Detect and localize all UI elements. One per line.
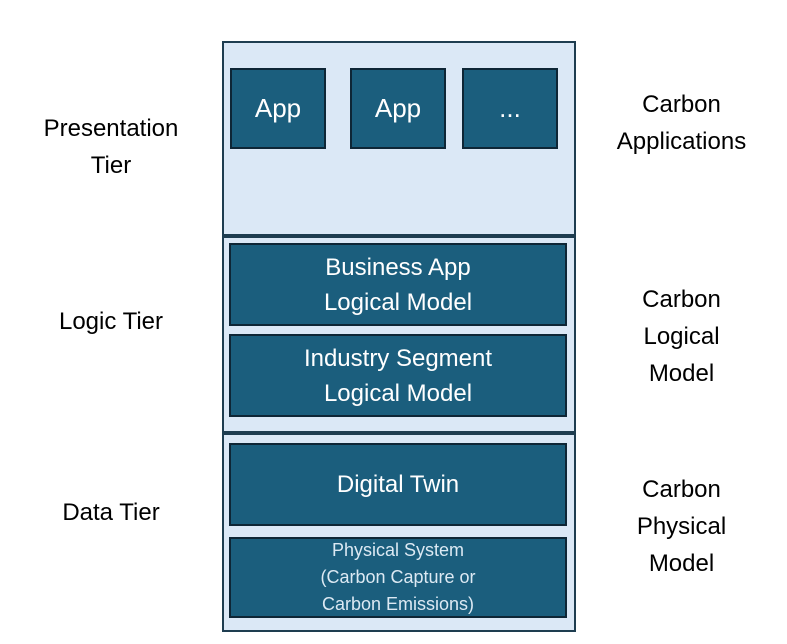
digital-twin-box: Digital Twin — [229, 443, 567, 526]
carbon-physical-model-label: Carbon Physical Model — [636, 476, 727, 577]
carbon-applications-label: Carbon Applications — [616, 91, 747, 155]
presentation-tier-panel: App App ... — [222, 41, 576, 236]
app-box-ellipsis: ... — [462, 68, 558, 149]
data-tier-panel: Digital Twin Physical System (Carbon Cap… — [222, 433, 576, 632]
app-box-1: App — [230, 68, 326, 149]
presentation-tier-label: Presentation Tier — [43, 115, 179, 179]
industry-segment-logical-model-box: Industry Segment Logical Model — [229, 334, 567, 417]
logic-tier-label: Logic Tier — [58, 308, 164, 335]
carbon-logical-model-label: Carbon Logical Model — [642, 286, 721, 387]
data-tier-label: Data Tier — [62, 499, 160, 526]
logic-tier-panel: Business App Logical Model Industry Segm… — [222, 236, 576, 433]
app-box-2: App — [350, 68, 446, 149]
business-app-logical-model-box: Business App Logical Model — [229, 243, 567, 326]
physical-system-box: Physical System (Carbon Capture or Carbo… — [229, 537, 567, 618]
